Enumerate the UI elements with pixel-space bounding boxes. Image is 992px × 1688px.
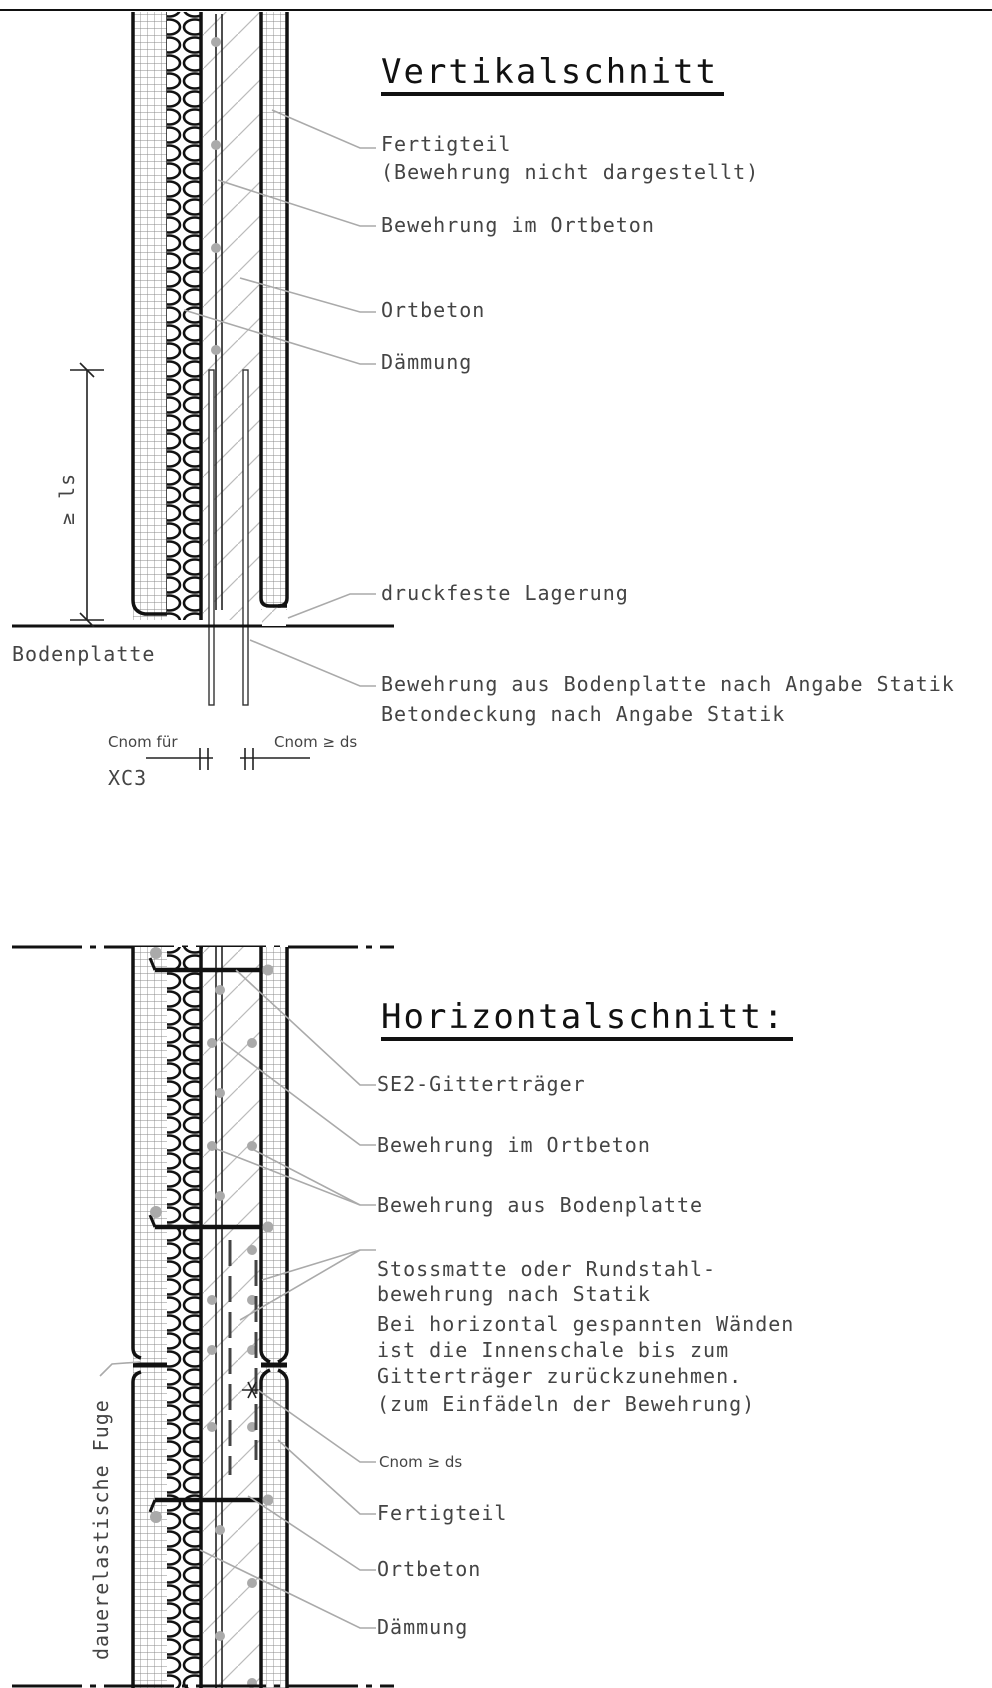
label-xc3: XC3	[108, 766, 147, 790]
label-bewehrung-ortbeton-h: Bewehrung im Ortbeton	[377, 1133, 651, 1157]
label-cnom-fuer: Cnom für	[108, 733, 178, 751]
label-stossmatte-1: Stossmatte oder Rundstahl-	[377, 1257, 716, 1281]
label-gittertraeger: SE2-Gitterträger	[377, 1072, 586, 1096]
label-bewehrung-bodenplatte: Bewehrung aus Bodenplatte nach Angabe St…	[381, 672, 955, 696]
insulation-horizontal	[167, 947, 201, 1688]
label-lagerung: druckfeste Lagerung	[381, 581, 629, 605]
vertical-title: Vertikalschnitt	[381, 52, 718, 92]
horizontal-title: Horizontalschnitt:	[381, 997, 785, 1037]
label-cnom-ds: Cnom ≥ ds	[274, 733, 357, 751]
inner-shell-h	[261, 947, 287, 1688]
label-fuge: dauerelastische Fuge	[89, 1399, 113, 1660]
in-situ-concrete-h	[203, 947, 261, 1688]
label-bewehrung-ortbeton: Bewehrung im Ortbeton	[381, 213, 655, 237]
label-cnom-ds-h: Cnom ≥ ds	[379, 1453, 462, 1471]
label-note-4: (zum Einfädeln der Bewehrung)	[377, 1392, 755, 1416]
label-fertigteil: Fertigteil	[381, 132, 511, 156]
insulation-vertical	[167, 12, 201, 620]
label-ortbeton: Ortbeton	[381, 298, 485, 322]
label-note-2: ist die Innenschale bis zum	[377, 1338, 729, 1362]
label-betondeckung: Betondeckung nach Angabe Statik	[381, 702, 785, 726]
label-note-1: Bei horizontal gespannten Wänden	[377, 1312, 794, 1336]
inner-shell	[261, 12, 287, 612]
label-daemmung: Dämmung	[381, 350, 472, 374]
label-fertigteil-note: (Bewehrung nicht dargestellt)	[381, 160, 759, 184]
ls-dimension-label: ≥ ls	[55, 473, 79, 525]
outer-shell-h	[133, 947, 167, 1688]
label-stossmatte-2: bewehrung nach Statik	[377, 1282, 651, 1306]
vertical-section: ≥ ls Vertikalschnitt Fertigteil (Bewehru…	[12, 12, 955, 790]
label-note-3: Gitterträger zurückzunehmen.	[377, 1364, 742, 1388]
horizontal-section: Horizontalschnitt: SE2-Gitterträger Bewe…	[12, 945, 794, 1688]
label-ortbeton-h: Ortbeton	[377, 1557, 481, 1581]
label-fertigteil-h: Fertigteil	[377, 1501, 507, 1525]
label-daemmung-h: Dämmung	[377, 1615, 468, 1639]
outer-shell	[133, 12, 167, 620]
label-bodenplatte: Bodenplatte	[12, 642, 155, 666]
label-bewehrung-bodenplatte-h: Bewehrung aus Bodenplatte	[377, 1193, 703, 1217]
